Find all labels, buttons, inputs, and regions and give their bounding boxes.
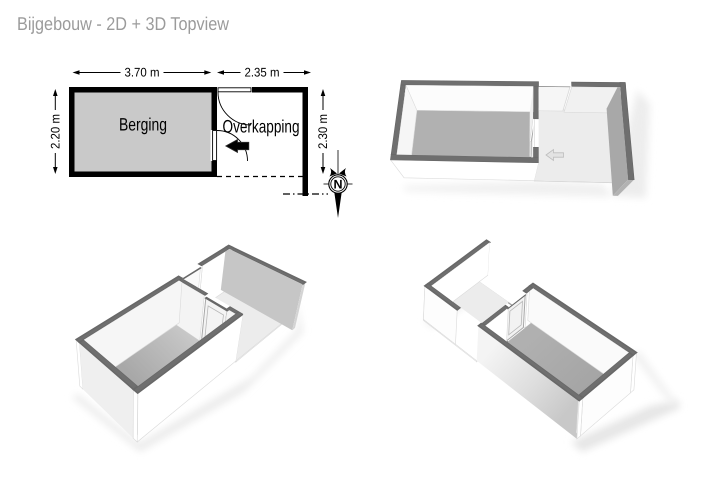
svg-text:2.20 m: 2.20 m xyxy=(48,114,62,149)
svg-text:2.30 m: 2.30 m xyxy=(316,114,330,149)
svg-text:Overkapping: Overkapping xyxy=(223,117,300,137)
svg-text:3.70 m: 3.70 m xyxy=(125,66,160,80)
svg-text:2.35 m: 2.35 m xyxy=(245,66,280,80)
svg-text:N: N xyxy=(333,178,342,192)
svg-text:Berging: Berging xyxy=(119,115,167,135)
svg-text:Bijgebouw - 2D + 3D Topview: Bijgebouw - 2D + 3D Topview xyxy=(17,13,230,34)
